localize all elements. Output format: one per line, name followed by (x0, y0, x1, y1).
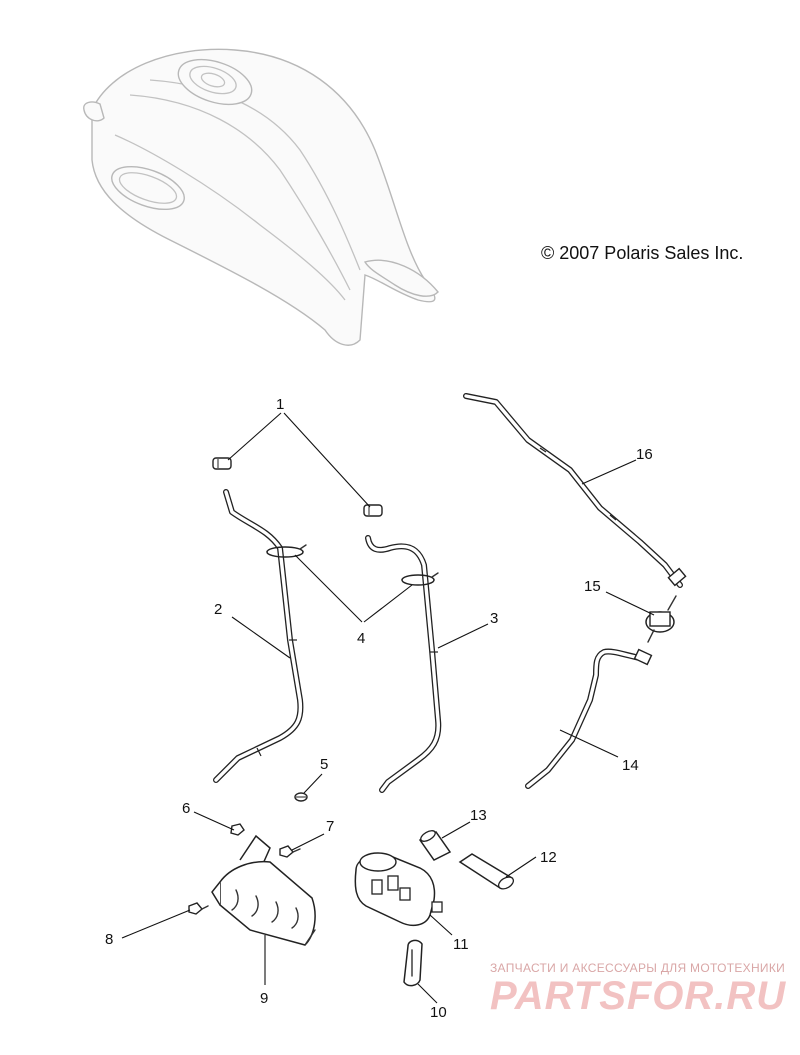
clip-part-5 (294, 792, 308, 802)
callout-12: 12 (540, 849, 557, 866)
vent-hose-part-2 (213, 489, 304, 783)
copyright-notice: © 2007 Polaris Sales Inc. (541, 243, 744, 263)
vent-hose-part-14 (525, 648, 653, 789)
hose-clip-part-4b (401, 572, 439, 586)
strap-part-10 (403, 939, 423, 987)
watermark-tagline: ЗАПЧАСТИ И АКСЕССУАРЫ ДЛЯ МОТОТЕХНИКИ (490, 961, 786, 975)
callout-15: 15 (584, 578, 601, 595)
watermark-brand: PARTSFOR.RU (490, 974, 787, 1018)
leader-lines (121, 412, 655, 1004)
rollover-valve-part-15 (645, 595, 677, 643)
nut-part-6 (230, 823, 245, 836)
callout-16: 16 (636, 446, 653, 463)
callout-13: 13 (470, 807, 487, 824)
callout-2: 2 (214, 601, 222, 618)
bolt-part-8 (188, 902, 209, 915)
hose-part-12 (458, 853, 515, 890)
clamp-part-1b (363, 504, 383, 517)
callout-3: 3 (490, 610, 498, 627)
callout-labels: 1 2 3 4 5 6 7 8 9 10 11 12 13 14 15 16 (105, 396, 653, 1021)
callout-10: 10 (430, 1004, 447, 1021)
callout-4: 4 (357, 630, 365, 647)
clamp-part-1a (212, 457, 232, 470)
hose-clip-part-4a (266, 544, 307, 558)
callout-5: 5 (320, 756, 328, 773)
callout-7: 7 (326, 818, 334, 835)
hose-part-13 (418, 830, 452, 861)
callout-9: 9 (260, 990, 268, 1007)
callout-1: 1 (276, 396, 284, 413)
bolt-part-7 (279, 845, 301, 858)
evap-canister-part-11 (354, 852, 443, 927)
callout-11: 11 (453, 936, 469, 953)
callout-14: 14 (622, 757, 639, 774)
fuel-tank-ghost (83, 48, 439, 346)
callout-8: 8 (105, 931, 113, 948)
vent-hose-part-3 (365, 535, 442, 793)
vent-hose-part-16 (463, 393, 687, 588)
callout-6: 6 (182, 800, 190, 817)
canister-bracket-part-9 (211, 834, 316, 946)
